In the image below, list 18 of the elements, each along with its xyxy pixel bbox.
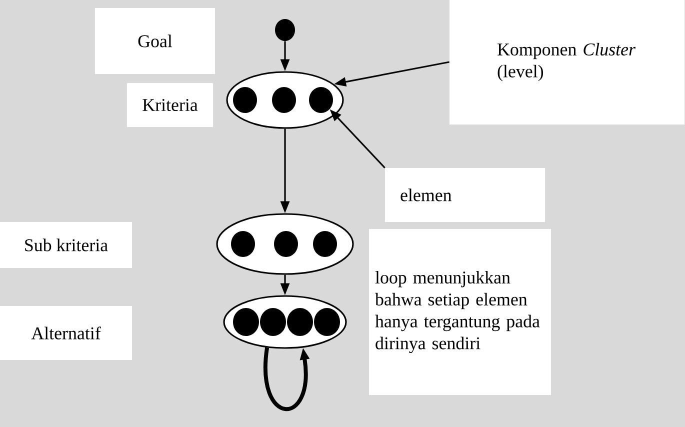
dot bbox=[313, 231, 337, 257]
text-box: Komponen Cluster (level) bbox=[450, 0, 684, 124]
dot bbox=[314, 308, 340, 336]
text-box: loop menunjukkan bahwa setiap elemen hanya tergantung pada dirinya sendiri bbox=[369, 229, 551, 395]
dot bbox=[231, 231, 255, 257]
dot bbox=[287, 308, 313, 336]
dot bbox=[233, 87, 257, 113]
dot bbox=[260, 308, 286, 336]
text-box: Goal bbox=[95, 8, 215, 74]
text-box: elemen bbox=[385, 168, 545, 222]
dot bbox=[233, 308, 259, 336]
dot bbox=[275, 19, 295, 41]
dot bbox=[274, 231, 298, 257]
dot bbox=[272, 87, 296, 113]
text-box: Kriteria bbox=[127, 83, 213, 127]
text-box: Alternatif bbox=[0, 306, 132, 360]
dot bbox=[309, 87, 333, 113]
text-box: Sub kriteria bbox=[0, 222, 132, 268]
